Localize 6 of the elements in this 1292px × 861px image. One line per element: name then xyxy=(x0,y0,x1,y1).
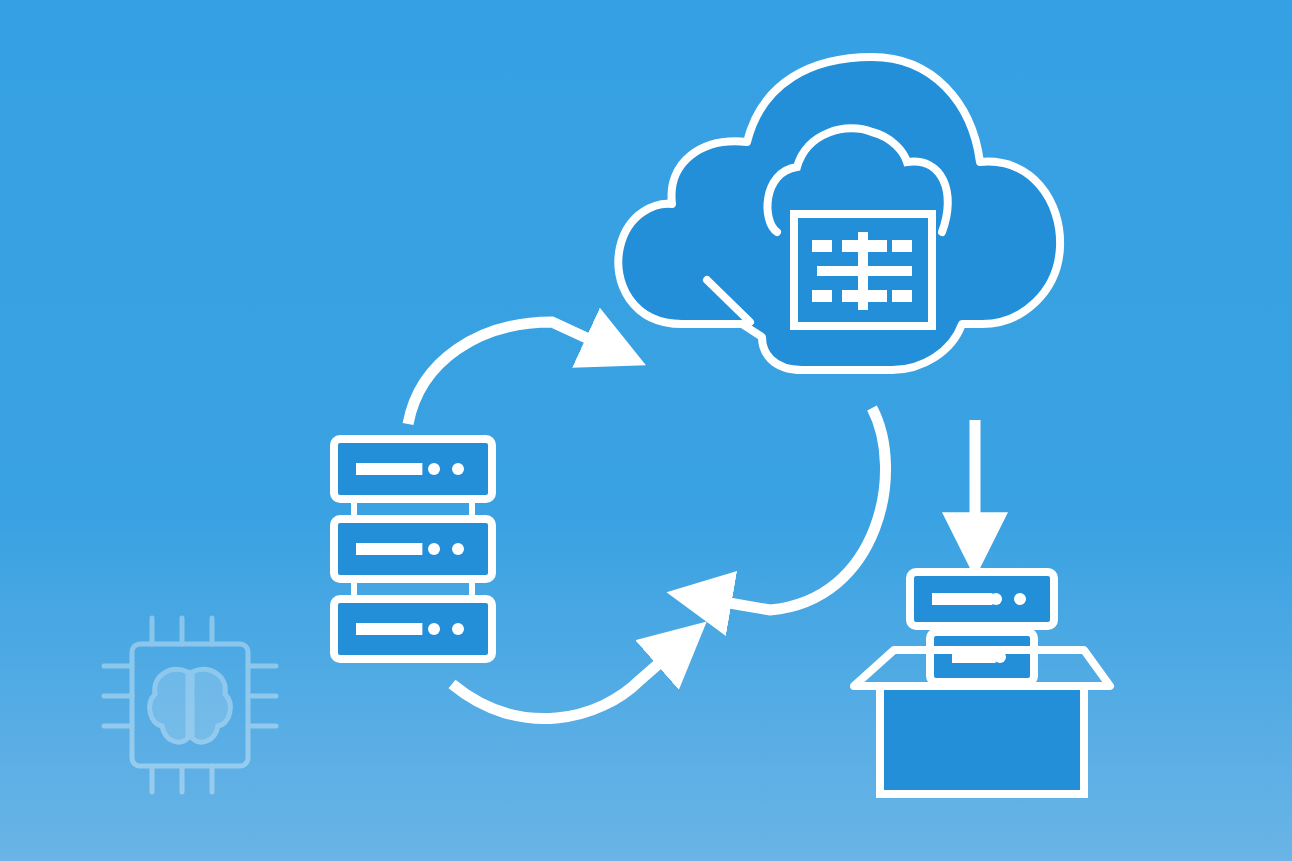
arrow xyxy=(402,307,646,426)
cloud-icon xyxy=(612,52,1065,374)
box-icon xyxy=(848,566,1116,799)
arrow xyxy=(666,405,891,636)
server-icon xyxy=(328,433,498,666)
arrow xyxy=(448,621,707,724)
